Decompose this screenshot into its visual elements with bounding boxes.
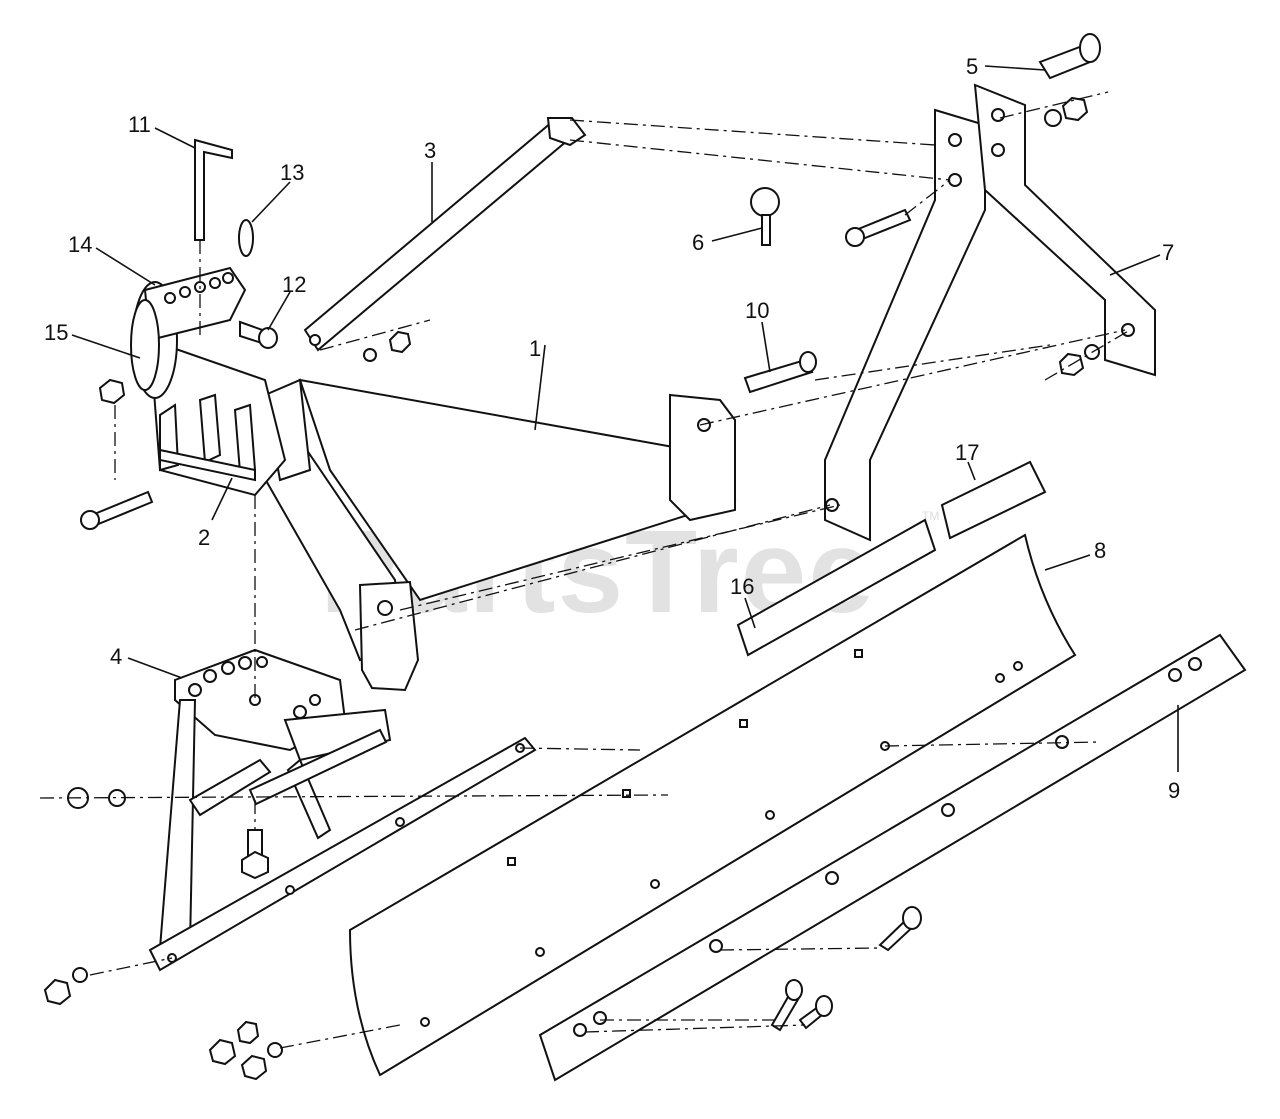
callout-1[interactable]: 1 <box>529 336 541 361</box>
callout-11[interactable]: 11 <box>128 112 151 137</box>
part-11-l-pin[interactable] <box>194 138 233 241</box>
part-14-index-plate[interactable] <box>143 266 247 342</box>
callout-2[interactable]: 2 <box>198 525 210 550</box>
part-5-top-pin[interactable] <box>1038 33 1101 80</box>
callout-3[interactable]: 3 <box>424 138 436 163</box>
callout-8[interactable]: 8 <box>1094 538 1106 563</box>
callout-12[interactable]: 12 <box>282 272 306 297</box>
part-8-moldboard[interactable] <box>348 533 1077 1077</box>
part-7-a-frame[interactable] <box>824 83 1156 542</box>
callout-4[interactable]: 4 <box>110 644 122 669</box>
callout-17[interactable]: 17 <box>955 440 979 465</box>
part-10-stud[interactable] <box>743 351 817 394</box>
callout-10[interactable]: 10 <box>745 298 769 323</box>
callout-6[interactable]: 6 <box>692 230 704 255</box>
watermark-tm: TM <box>922 509 939 523</box>
leader-lines <box>71 65 1179 772</box>
hardware-bolt-left[interactable] <box>80 490 154 530</box>
part-17-decal[interactable] <box>940 460 1047 540</box>
callout-16[interactable]: 16 <box>730 574 754 599</box>
part-3-top-link[interactable] <box>303 117 587 352</box>
callout-9[interactable]: 9 <box>1168 778 1180 803</box>
part-1-main-frame[interactable] <box>258 378 737 692</box>
alignment-lines <box>39 91 1131 1049</box>
hardware-nuts-left[interactable] <box>98 96 1100 405</box>
part-9-cutting-edge[interactable] <box>538 633 1247 1082</box>
part-16-decal[interactable] <box>736 518 937 657</box>
callout-14[interactable]: 14 <box>68 232 92 257</box>
callout-7[interactable]: 7 <box>1162 240 1174 265</box>
callout-15[interactable]: 15 <box>44 320 68 345</box>
hardware-lower-nuts[interactable] <box>43 906 922 1081</box>
callout-labels: 1 2 3 4 5 6 7 8 9 10 11 12 13 14 15 16 1… <box>44 54 1180 803</box>
part-6-ring-pin[interactable] <box>750 187 780 246</box>
part-12-pin[interactable] <box>239 320 278 349</box>
part-4-swivel-plate[interactable] <box>158 648 392 950</box>
hardware-bolt-mast[interactable] <box>845 208 912 247</box>
callout-13[interactable]: 13 <box>280 160 304 185</box>
part-15-collar[interactable] <box>130 299 160 391</box>
callout-5[interactable]: 5 <box>966 54 978 79</box>
part-13-clip[interactable] <box>238 219 254 257</box>
